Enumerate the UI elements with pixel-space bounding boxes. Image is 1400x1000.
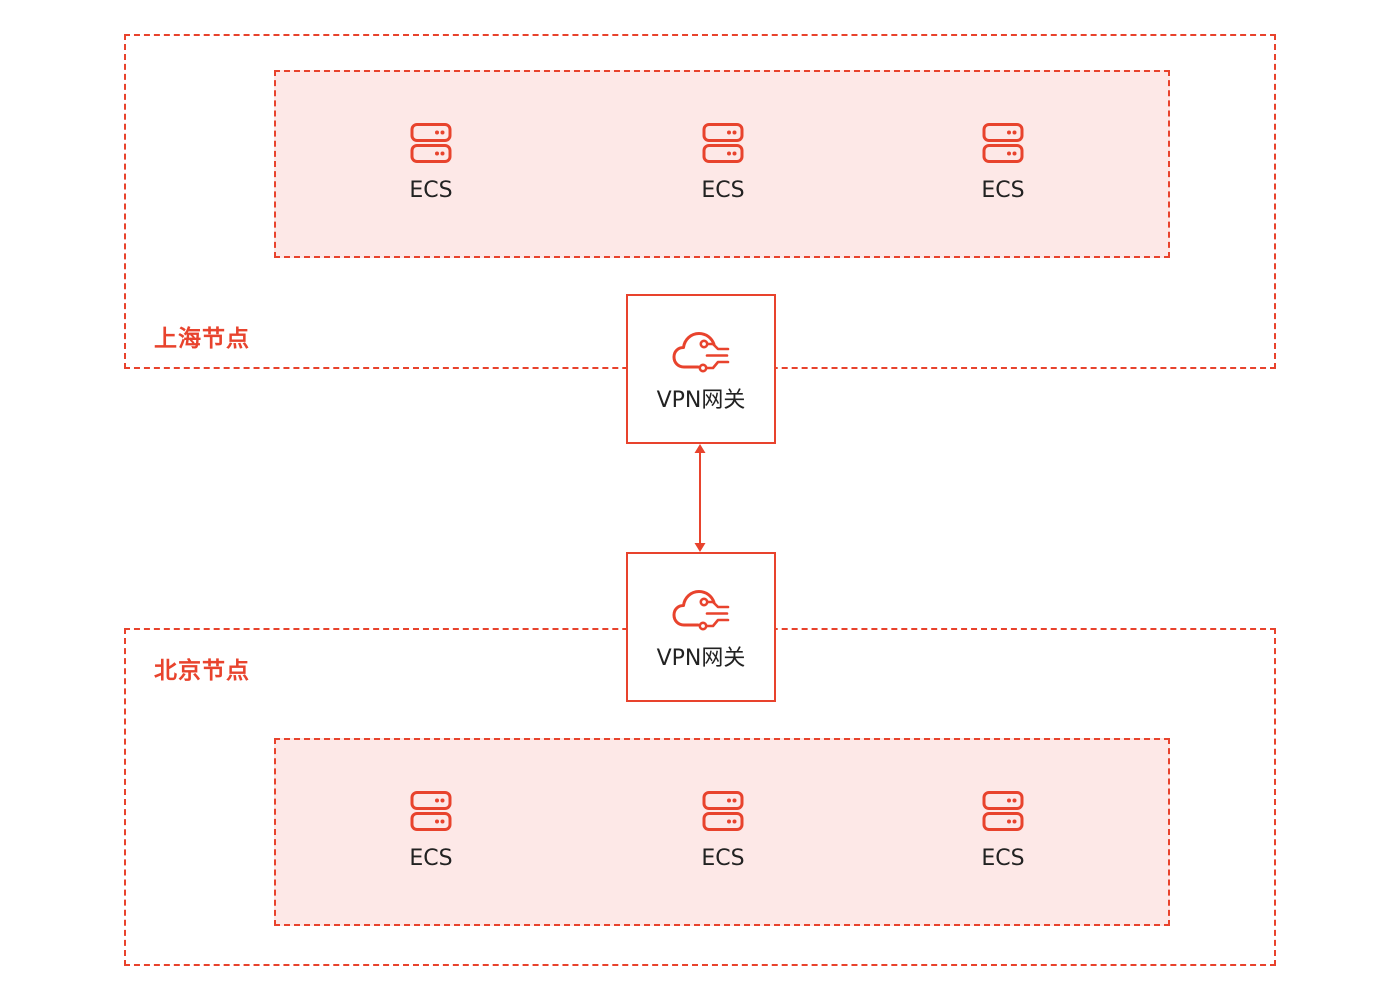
ecs-node: ECS (371, 122, 491, 204)
server-icon (982, 123, 1024, 163)
region-label-shanghai: 上海节点 (154, 326, 250, 352)
server-icon (410, 123, 452, 163)
ecs-node: ECS (943, 122, 1063, 204)
vpn-gateway-shanghai: VPN网关 (626, 294, 776, 444)
ecs-group-beijing: ECS ECS ECS (274, 738, 1170, 926)
ecs-node: ECS (371, 790, 491, 872)
ecs-group-shanghai: ECS ECS ECS (274, 70, 1170, 258)
ecs-node: ECS (663, 122, 783, 204)
cloud-gateway-icon (672, 590, 730, 631)
ecs-node: ECS (663, 790, 783, 872)
ecs-label: ECS (701, 846, 745, 871)
gateway-label: VPN网关 (656, 388, 746, 413)
server-icon (702, 123, 744, 163)
ecs-label: ECS (701, 178, 745, 203)
gateway-label: VPN网关 (656, 646, 746, 671)
ecs-label: ECS (981, 178, 1025, 203)
server-icon (410, 791, 452, 831)
server-icon (982, 791, 1024, 831)
region-label-beijing: 北京节点 (154, 658, 250, 684)
cloud-gateway-icon (672, 332, 730, 373)
server-icon (702, 791, 744, 831)
ecs-label: ECS (409, 846, 453, 871)
ecs-label: ECS (409, 178, 453, 203)
ecs-node: ECS (943, 790, 1063, 872)
bidirectional-arrow (694, 444, 706, 552)
ecs-label: ECS (981, 846, 1025, 871)
vpn-gateway-beijing: VPN网关 (626, 552, 776, 702)
